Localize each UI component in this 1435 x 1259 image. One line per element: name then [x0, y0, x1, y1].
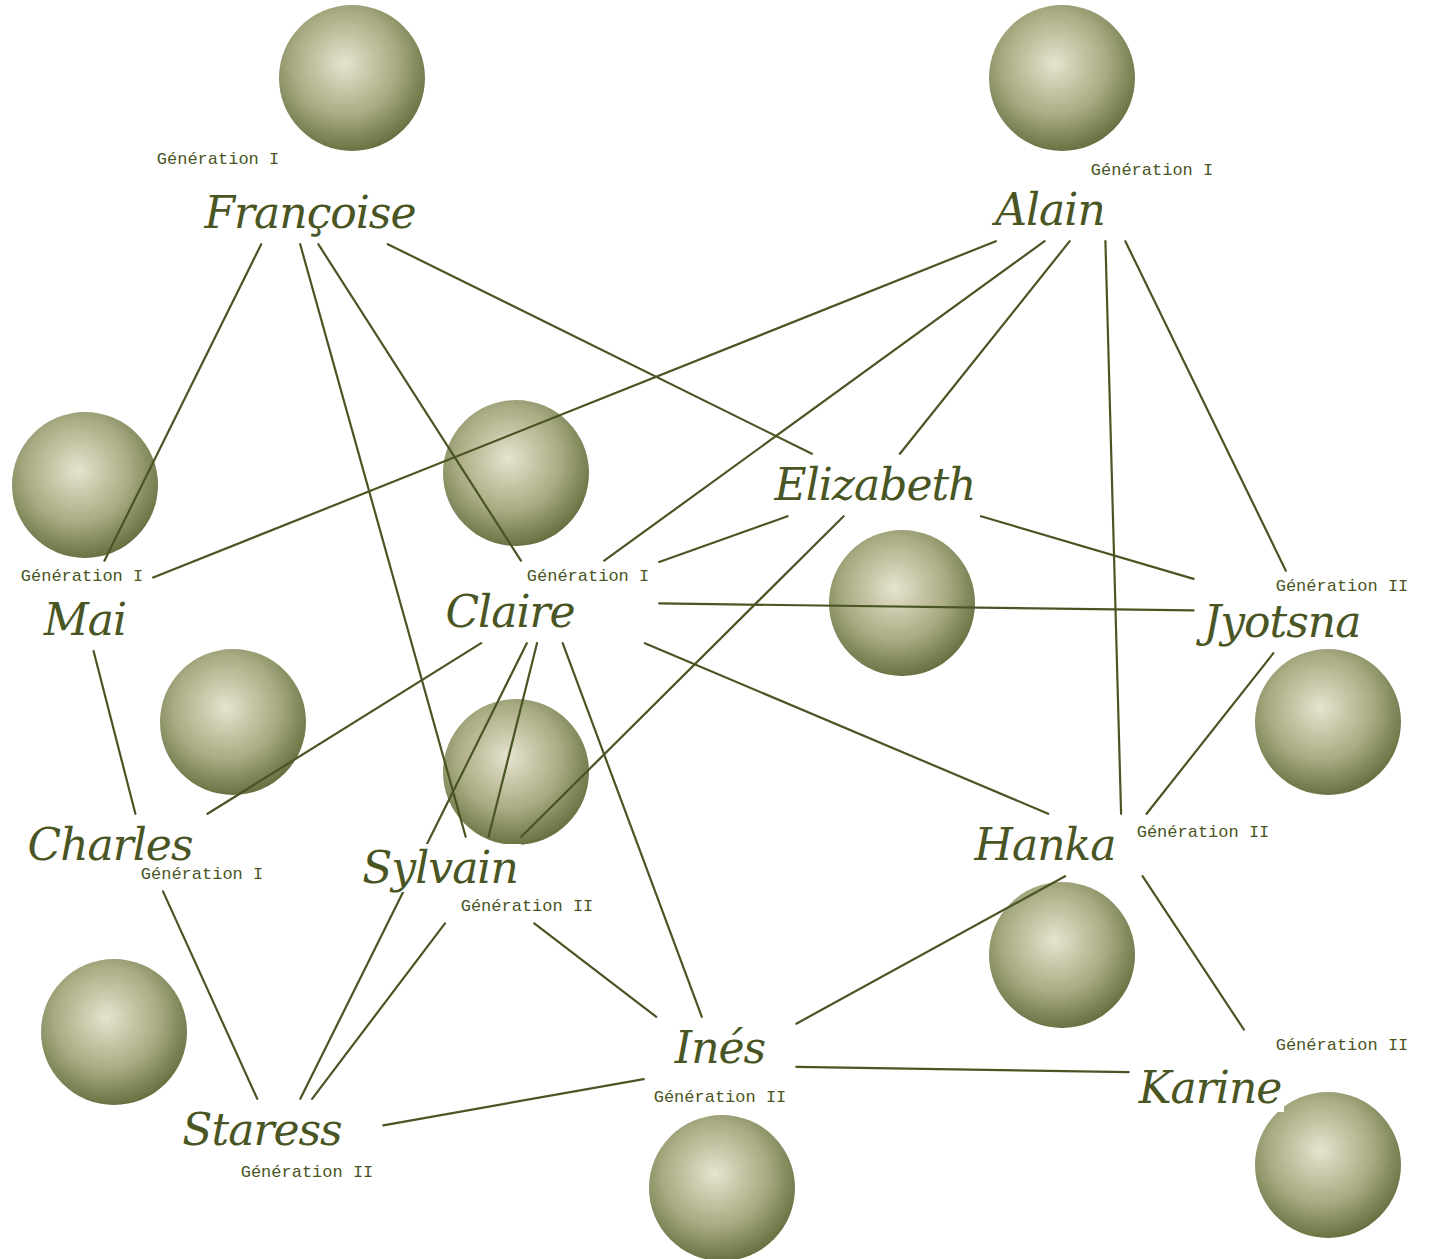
generation-label: Génération I	[138, 866, 266, 885]
person-name: Inés	[672, 1024, 768, 1072]
generation-label: Génération I	[524, 568, 652, 587]
relation-line	[489, 643, 537, 837]
generation-label: Génération I	[18, 568, 146, 587]
generation-label: Génération II	[1273, 578, 1412, 597]
portrait-photo	[1255, 649, 1401, 795]
portrait-photo	[989, 882, 1135, 1028]
person-name: Sylvain	[359, 844, 521, 892]
person-node: CharlesGénération I	[22, 818, 270, 888]
portrait-photo	[1255, 1092, 1401, 1238]
generation-label: Génération II	[651, 1089, 790, 1108]
person-name: Karine	[1136, 1064, 1285, 1112]
relation-line	[208, 643, 482, 814]
relation-line	[153, 241, 996, 577]
relation-line	[104, 244, 261, 560]
person-node: ClaireGénération I	[439, 565, 655, 640]
relation-line	[604, 241, 1044, 560]
portrait-photo	[279, 5, 425, 151]
generation-label: Génération II	[458, 898, 597, 917]
person-node: Elizabeth	[769, 458, 982, 512]
relation-line	[388, 244, 812, 454]
relation-line	[659, 603, 1193, 610]
relation-line	[300, 244, 466, 837]
relation-line	[659, 516, 787, 562]
person-name: Jyotsna	[1201, 598, 1364, 646]
relation-line	[521, 516, 843, 837]
relation-line	[796, 876, 1065, 1024]
person-node: InésGénération II	[648, 1021, 793, 1111]
person-name: Françoise	[202, 189, 419, 237]
generation-label: Génération II	[238, 1164, 377, 1183]
relation-line	[796, 1067, 1128, 1072]
portrait-photo	[443, 699, 589, 845]
relation-line	[900, 241, 1070, 454]
person-node: Alain Génération I	[989, 159, 1219, 238]
relation-line	[1143, 876, 1244, 1029]
generation-label: Génération II	[1273, 1037, 1412, 1056]
portrait-photo	[160, 649, 306, 795]
portrait-photo	[989, 5, 1135, 151]
person-name: Elizabeth	[772, 461, 979, 509]
person-node: Hanka Génération II	[969, 818, 1276, 872]
relation-line	[534, 923, 656, 1016]
relation-line	[1147, 653, 1274, 814]
relation-line	[312, 923, 445, 1098]
person-node: Françoise Génération I	[151, 148, 422, 241]
relation-line	[383, 1079, 643, 1125]
person-name: Staress	[179, 1106, 344, 1154]
person-node: JyotsnaGénération II	[1198, 575, 1415, 650]
relation-line	[981, 516, 1194, 579]
person-name: Hanka	[972, 821, 1119, 869]
relation-line	[645, 643, 1048, 814]
person-name: Mai	[41, 596, 129, 644]
relation-line	[1125, 241, 1286, 570]
person-node: Karine Génération II	[1133, 1034, 1415, 1116]
generation-label: Génération I	[154, 151, 282, 170]
person-node: Mai Génération I	[15, 565, 149, 648]
person-name: Claire	[442, 588, 577, 636]
person-name: Charles	[25, 821, 196, 869]
generation-label: Génération I	[1088, 162, 1216, 181]
portrait-photo	[649, 1115, 795, 1259]
portrait-photo	[829, 530, 975, 676]
portrait-photo	[41, 959, 187, 1105]
relation-line	[94, 651, 136, 814]
relation-line	[163, 891, 257, 1098]
portrait-photo	[12, 412, 158, 558]
person-node: SylvainGénération II	[356, 841, 599, 920]
relation-line	[318, 244, 521, 560]
person-node: StaressGénération II	[176, 1103, 379, 1186]
person-name: Alain	[992, 186, 1108, 234]
relation-line	[1105, 241, 1121, 814]
relation-line	[300, 643, 526, 1099]
generation-label: Génération II	[1134, 824, 1273, 843]
